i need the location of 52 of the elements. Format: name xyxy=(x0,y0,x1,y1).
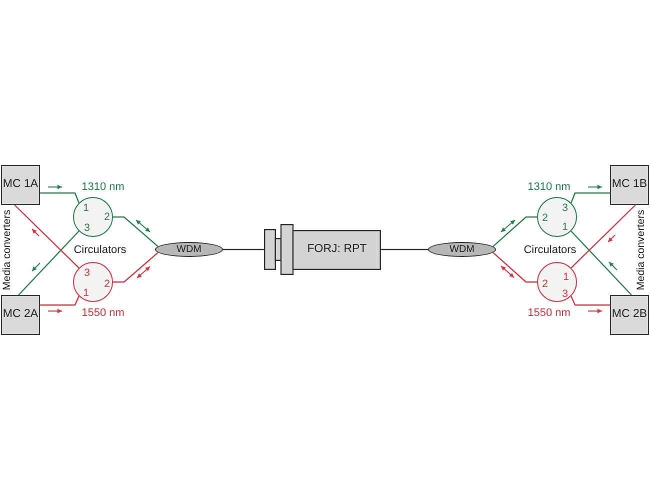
wdm-ellipse xyxy=(428,242,496,257)
fiber-line xyxy=(492,252,537,283)
fiber-line xyxy=(570,296,610,306)
circulator-circle xyxy=(537,262,577,302)
port-number: 2 xyxy=(104,212,110,222)
fiber-line xyxy=(14,204,80,268)
fiber-line xyxy=(18,230,80,296)
vertical-group-label: Media converters xyxy=(636,210,648,290)
fiber-line xyxy=(570,204,636,268)
wavelength-label: 1550 nm xyxy=(528,306,570,320)
fiber-line xyxy=(223,248,264,250)
port-number: 1 xyxy=(562,222,568,232)
group-label: Circulators xyxy=(74,244,126,256)
fiber-line xyxy=(40,192,80,204)
port-number: 3 xyxy=(84,268,90,278)
node-label: MC 2B xyxy=(612,308,648,322)
wdm-ellipse xyxy=(155,242,223,257)
node-label: WDM xyxy=(176,244,202,254)
port-number: 1 xyxy=(83,202,89,214)
port-number: 1 xyxy=(563,272,569,282)
circulator-circle xyxy=(73,262,113,302)
group-label: Circulators xyxy=(524,244,576,256)
node-label: MC 1B xyxy=(612,178,648,192)
node-label: MC 1A xyxy=(2,178,38,192)
port-number: 3 xyxy=(562,288,568,300)
fiber-line xyxy=(40,296,80,306)
fiber-line xyxy=(570,230,632,296)
circulator-circle xyxy=(537,197,577,237)
fiber-line xyxy=(570,192,610,204)
wavelength-label: 1310 nm xyxy=(528,180,570,194)
vertical-group-label: Media converters xyxy=(2,210,14,290)
rotary-joint xyxy=(264,224,381,275)
fiber-line xyxy=(113,252,158,283)
port-number: 2 xyxy=(542,278,548,290)
media-converter-box xyxy=(1,295,40,335)
port-number: 2 xyxy=(542,212,548,224)
port-number: 3 xyxy=(84,222,90,234)
media-converter-box xyxy=(1,165,40,205)
node-label: WDM xyxy=(450,244,474,254)
wavelength-label: 1310 nm xyxy=(82,180,124,194)
node-label: MC 2A xyxy=(2,308,38,322)
fiber-line xyxy=(113,216,158,247)
media-converter-box xyxy=(610,295,649,335)
fiber-line xyxy=(381,248,428,250)
fiber-line xyxy=(492,216,537,247)
port-number: 1 xyxy=(83,288,89,298)
port-number: 2 xyxy=(104,278,110,290)
media-converter-box xyxy=(610,165,649,205)
wavelength-label: 1550 nm xyxy=(82,306,124,320)
node-label: FORJ: RPT xyxy=(307,243,367,257)
port-number: 3 xyxy=(562,202,568,214)
circulator-circle xyxy=(73,197,113,237)
